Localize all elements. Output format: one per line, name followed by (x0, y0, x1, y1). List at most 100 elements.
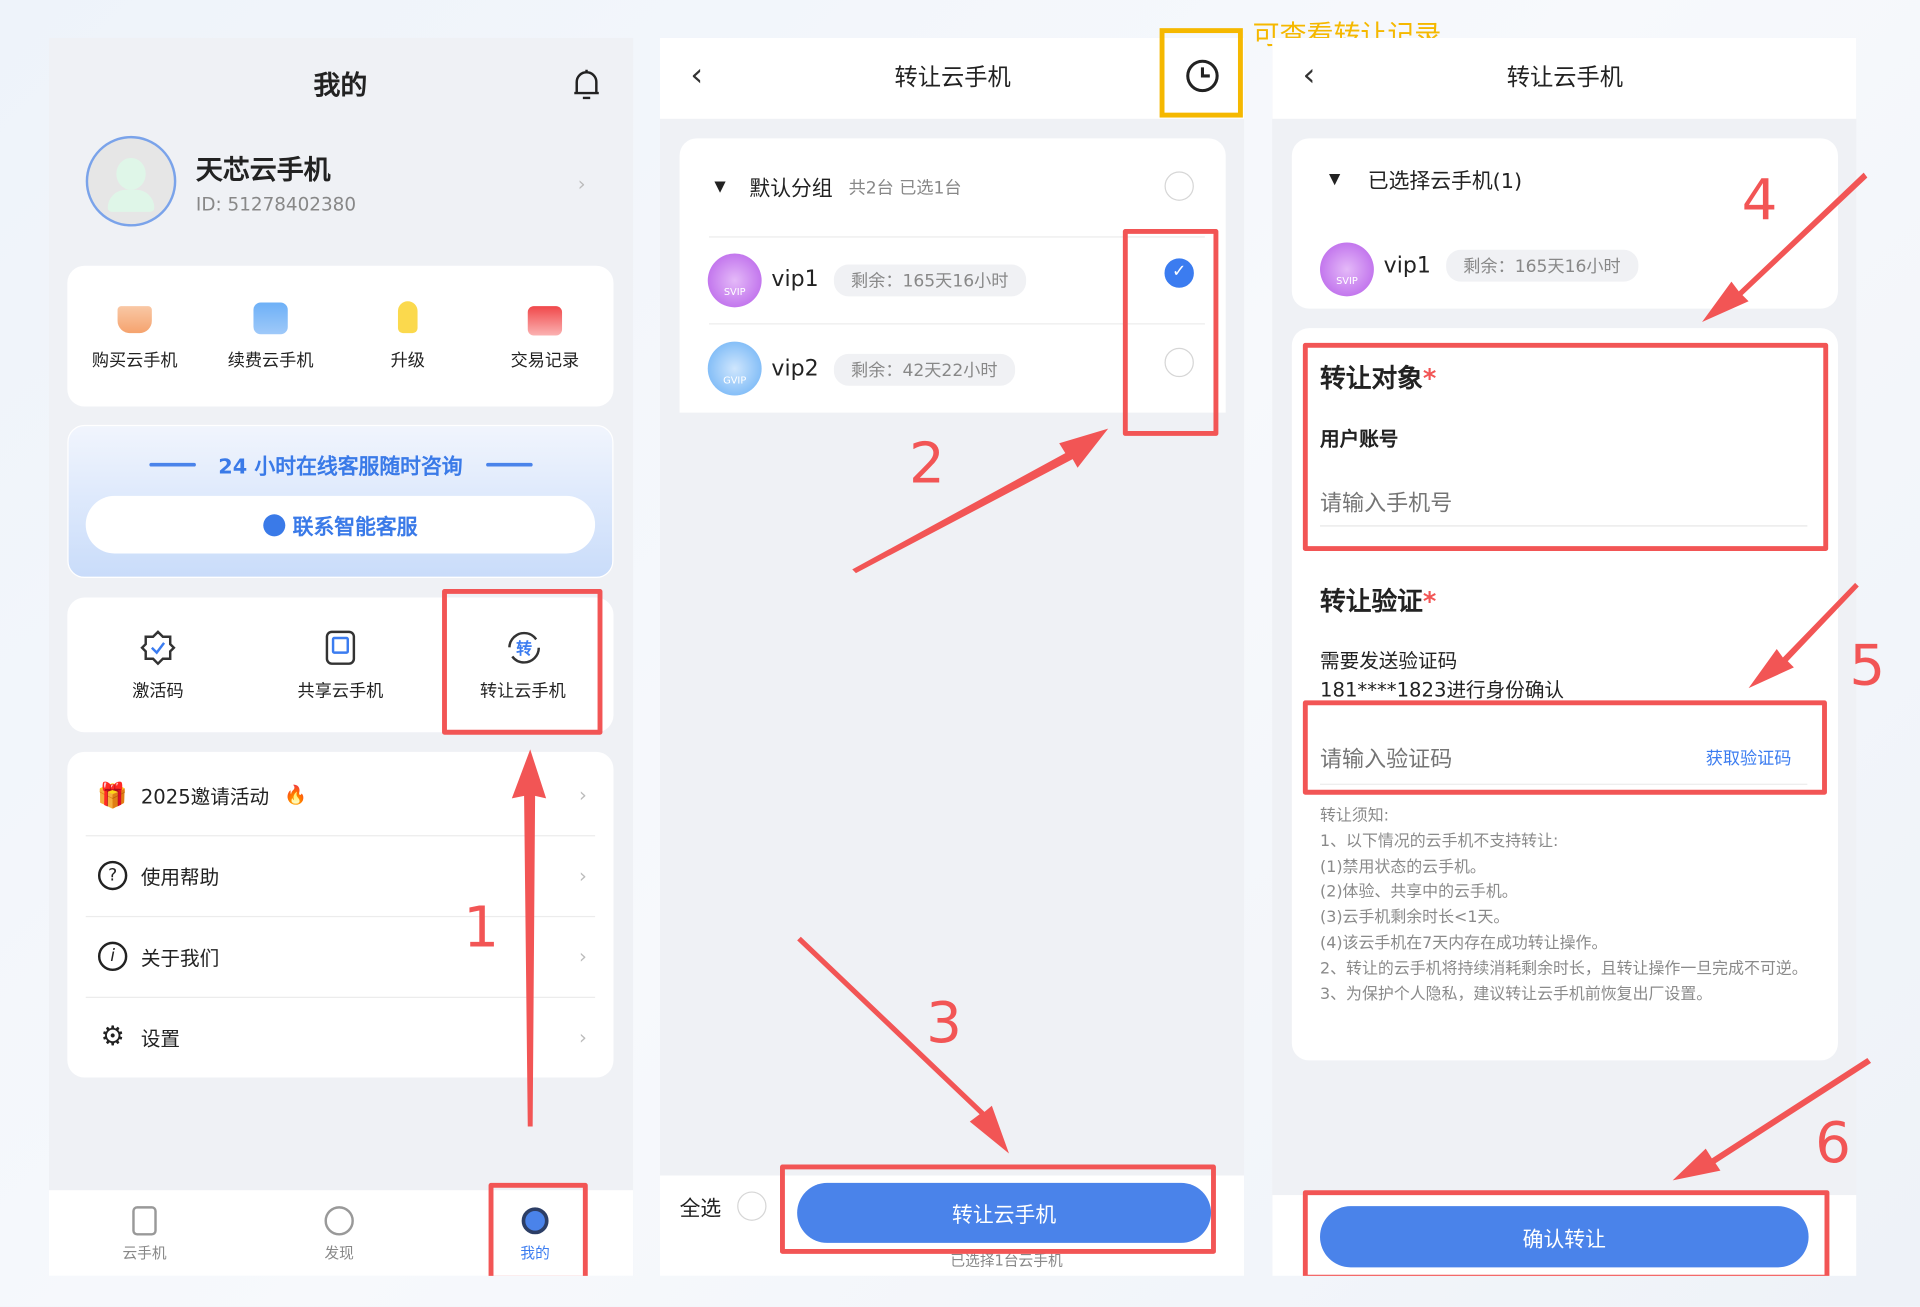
divider (708, 323, 1205, 325)
chevron-right-icon: › (578, 944, 587, 968)
cart-icon (117, 306, 152, 334)
tools-card: 激活码 共享云手机 转 转让云手机 (67, 597, 614, 733)
back-icon[interactable]: ‹ (1302, 57, 1316, 95)
info-icon: i (97, 941, 128, 972)
phone-checkbox[interactable] (1164, 347, 1194, 378)
chevron-right-icon: › (578, 863, 587, 888)
header (1272, 37, 1857, 119)
phone-name: vip1 (771, 266, 819, 293)
compass-icon (324, 1206, 354, 1236)
highlight-box (1302, 700, 1827, 795)
collapse-triangle-icon[interactable]: ▼ (714, 177, 726, 195)
divider (85, 915, 596, 918)
highlight-box (780, 1164, 1216, 1254)
note-line: 3、为保护个人隐私，建议转让云手机前恢复出厂设置。 (1320, 985, 1713, 1004)
phone-checkbox-checked[interactable]: ✓ (1164, 258, 1194, 288)
chevron-right-icon[interactable]: › (577, 172, 586, 196)
selected-count: 已选择1台云手机 (950, 1252, 1063, 1270)
transfer-form-card: 转让对象* 用户账号 转让验证* 需要发送验证码 181****1823进行身份… (1291, 328, 1838, 1061)
get-code-link[interactable]: 获取验证码 (1705, 749, 1792, 769)
phone-icon (132, 1206, 157, 1236)
step-number: 5 (1849, 631, 1886, 698)
avatar[interactable] (85, 135, 177, 227)
contact-service-button[interactable]: 联系智能客服 (85, 495, 596, 554)
tool-label[interactable]: 共享云手机 (297, 682, 384, 702)
back-icon[interactable]: ‹ (690, 57, 704, 95)
nav-label: 云手机 (122, 1244, 167, 1262)
page-title: 我的 (313, 71, 368, 102)
svip-avatar: SVIP (1320, 242, 1374, 297)
divider (486, 462, 533, 467)
transfer-icon: 转 (508, 631, 541, 664)
history-clock-icon[interactable] (1184, 58, 1221, 95)
phone-name: vip2 (771, 355, 819, 382)
bell-icon[interactable] (572, 67, 601, 101)
step-number: 3 (926, 989, 963, 1056)
menu-item-about[interactable]: i 关于我们 › (67, 916, 613, 997)
selected-phones-card: ▼ 已选择云手机(1) SVIP vip1 剩余：165天16小时 (1291, 138, 1838, 309)
select-all-label[interactable]: 全选 (679, 1196, 722, 1222)
arrow-3 (797, 936, 1009, 1154)
header (660, 37, 1245, 119)
target-label: 转让对象* (1320, 363, 1437, 394)
remaining-time: 剩余：165天16小时 (1446, 249, 1638, 282)
tool-label[interactable]: 转让云手机 (480, 682, 566, 702)
nav-mine[interactable]: 我的 (486, 1190, 584, 1276)
my-page-panel: 我的 天芯云手机 ID: 51278402380 › 购买云手机 续费云手机 升… (48, 37, 634, 1276)
arrow-1 (511, 749, 547, 1127)
arrow-4 (1702, 172, 1868, 323)
code-input[interactable] (1320, 737, 1663, 782)
step-number: 2 (909, 429, 945, 496)
step-number: 4 (1741, 166, 1778, 233)
nav-discover[interactable]: 发现 (290, 1190, 388, 1276)
tablet-icon (325, 630, 356, 665)
menu-item-help[interactable]: ? 使用帮助 › (67, 835, 613, 916)
verify-phone-text: 181****1823进行身份确认 (1320, 678, 1565, 702)
group-name: 默认分组 (749, 176, 833, 202)
quick-action-label[interactable]: 交易记录 (510, 351, 580, 372)
group-checkbox[interactable] (1164, 171, 1194, 201)
collapse-triangle-icon[interactable]: ▼ (1329, 170, 1341, 188)
highlight-box (1122, 228, 1219, 436)
select-all-checkbox[interactable] (737, 1191, 767, 1221)
transfer-button[interactable]: 转让云手机 (797, 1182, 1212, 1243)
menu-item-settings[interactable]: ⚙ 设置 › (67, 997, 613, 1078)
note-line: (3)云手机剩余时长<1天。 (1320, 908, 1510, 928)
confirm-transfer-button[interactable]: 确认转让 (1320, 1206, 1809, 1268)
svg-text:转: 转 (516, 639, 532, 658)
highlight-box (1302, 1190, 1830, 1276)
transfer-select-panel: ‹ 转让云手机 ▼ 默认分组 共2台 已选1台 SVIP vip1 剩余：165… (660, 37, 1245, 1276)
service-title: 24 小时在线客服随时咨询 (218, 454, 463, 480)
page-title: 转让云手机 (894, 64, 1011, 92)
gear-icon: ⚙ (100, 1021, 125, 1053)
chevron-right-icon: › (578, 783, 587, 807)
bottom-nav: 云手机 发现 我的 (48, 1190, 634, 1276)
nav-cloud-phone[interactable]: 云手机 (96, 1190, 194, 1276)
quick-action-label[interactable]: 升级 (390, 351, 425, 372)
arrow-5 (1748, 582, 1859, 689)
gift-icon: 🎁 (97, 780, 128, 810)
arrow-2 (852, 428, 1109, 574)
tool-label[interactable]: 激活码 (132, 682, 184, 702)
note-line: 1、以下情况的云手机不支持转让: (1320, 832, 1559, 851)
device-group-card: ▼ 默认分组 共2台 已选1台 SVIP vip1 剩余：165天16小时 ✓ … (679, 138, 1226, 413)
divider (708, 236, 1205, 238)
note-line: (2)体验、共享中的云手机。 (1320, 883, 1518, 902)
nav-label: 发现 (324, 1244, 354, 1262)
divider (85, 996, 596, 998)
step-number: 6 (1815, 1109, 1852, 1176)
svip-avatar: SVIP (707, 253, 762, 308)
quick-action-label[interactable]: 购买云手机 (91, 351, 178, 372)
menu-item-invite[interactable]: 🎁 2025邀请活动 🔥 › (67, 754, 613, 835)
arrow-6 (1672, 1057, 1872, 1181)
highlight-box (1302, 342, 1829, 552)
note-line: 2、转让的云手机将持续消耗剩余时长，且转让操作一旦完成不可逆。 (1320, 959, 1808, 979)
page-title: 转让云手机 (1506, 64, 1624, 92)
nav-label: 我的 (520, 1244, 550, 1262)
contact-service-label: 联系智能客服 (292, 515, 418, 541)
phone-name: vip1 (1383, 252, 1431, 279)
account-input[interactable] (1320, 482, 1808, 527)
quick-action-label[interactable]: 续费云手机 (227, 351, 314, 372)
group-summary: 共2台 已选1台 (848, 178, 962, 199)
